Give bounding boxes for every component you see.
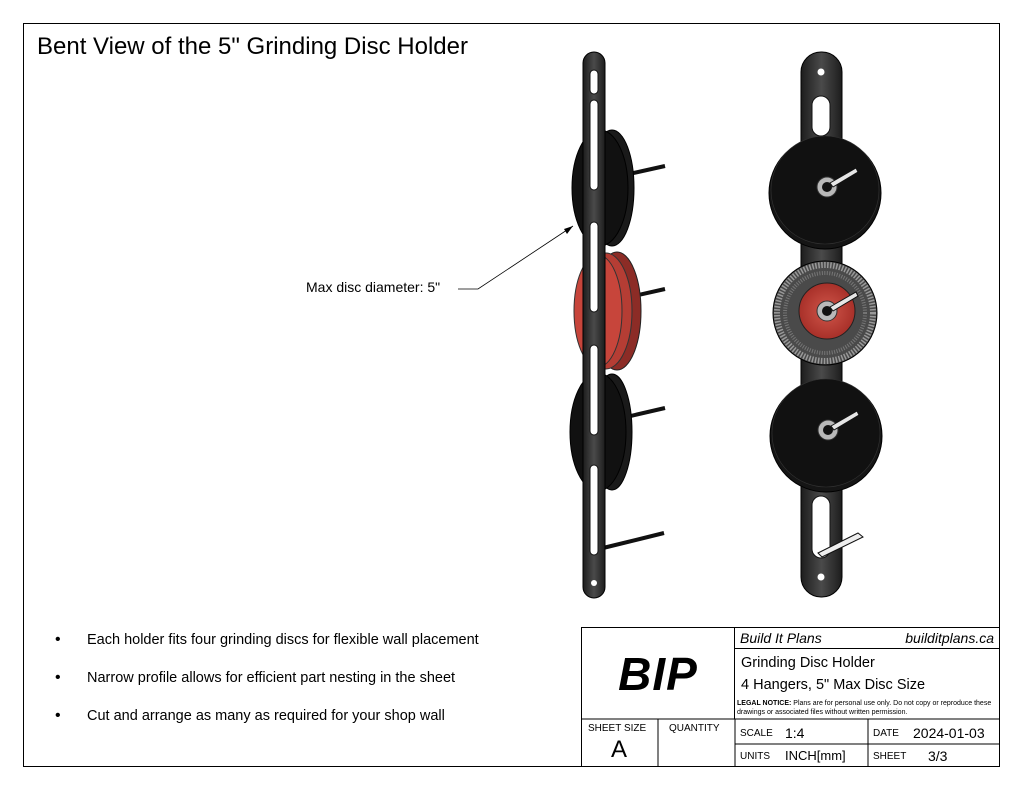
quantity-label: QUANTITY — [669, 723, 720, 734]
brand-name: Build It Plans — [740, 630, 822, 646]
sheet-number-value: 3/3 — [928, 748, 948, 764]
sheet-size-value: A — [611, 736, 628, 763]
title-block: BIP Build It Plans builditplans.ca Grind… — [581, 627, 1000, 767]
feature-item: Cut and arrange as many as required for … — [55, 706, 479, 744]
sheet-number-label: SHEET — [873, 751, 907, 762]
side-view — [569, 51, 666, 599]
sheet-border — [23, 23, 1000, 767]
title-block-grid — [582, 718, 999, 766]
logo-cell: BIP — [582, 628, 735, 719]
description-cell: Grinding Disc Holder 4 Hangers, 5" Max D… — [735, 649, 999, 719]
hanger-pin — [602, 531, 665, 550]
feature-item: Each holder fits four grinding discs for… — [55, 630, 479, 668]
units-label: UNITS — [740, 751, 770, 762]
date-value: 2024-01-03 — [913, 725, 985, 741]
scale-value: 1:4 — [785, 725, 805, 741]
scale-label: SCALE — [740, 728, 773, 739]
date-label: DATE — [873, 728, 899, 739]
bracket-bar — [582, 51, 606, 599]
part-spec: 4 Hangers, 5" Max Disc Size — [741, 677, 926, 693]
max-diameter-callout: Max disc diameter: 5" — [306, 279, 441, 295]
brand-url: builditplans.ca — [905, 630, 994, 646]
feature-item: Narrow profile allows for efficient part… — [55, 668, 479, 706]
feature-list: Each holder fits four grinding discs for… — [55, 630, 479, 744]
part-name: Grinding Disc Holder — [741, 655, 875, 671]
brand-row: Build It Plans builditplans.ca — [735, 628, 999, 649]
drawing-title: Bent View of the 5" Grinding Disc Holder — [37, 33, 468, 60]
sheet-size-label: SHEET SIZE — [588, 723, 647, 734]
units-value: INCH[mm] — [785, 748, 846, 763]
callout-leader — [458, 225, 574, 290]
front-view — [768, 51, 883, 598]
bip-logo: BIP — [618, 647, 698, 700]
legal-notice: LEGAL NOTICE: Plans are for personal use… — [737, 700, 992, 716]
